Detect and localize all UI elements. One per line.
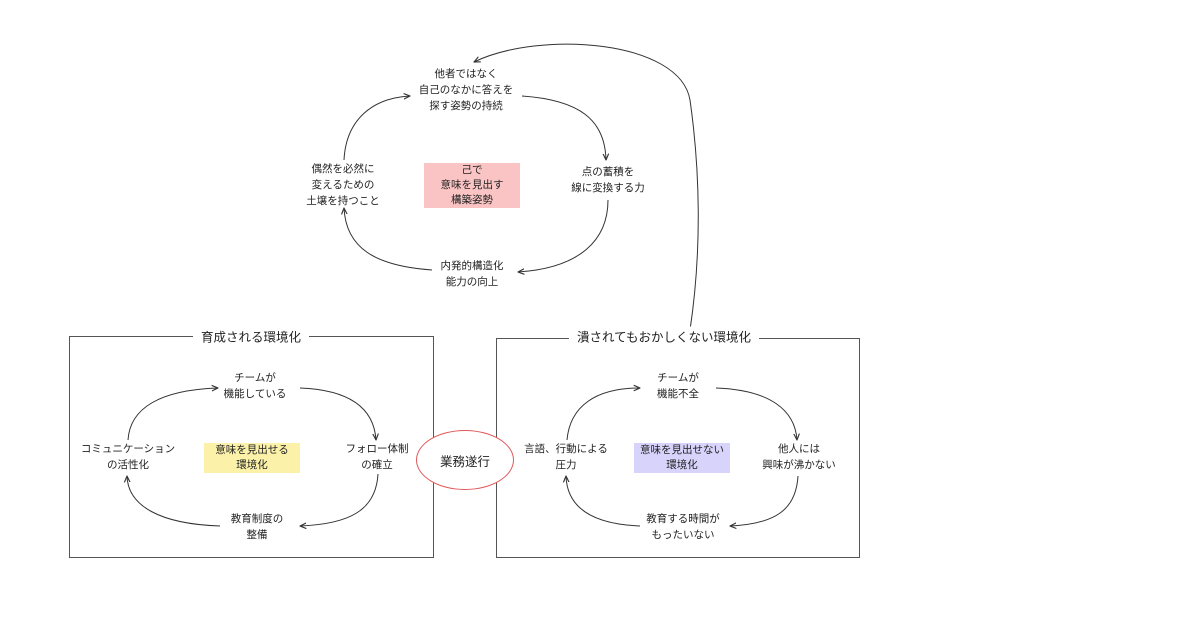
- top-cycle-center: 己で 意味を見出す 構築姿勢: [424, 163, 520, 208]
- top-cycle-node-bottom: 内発的構造化 能力の向上: [440, 260, 504, 288]
- arrow-right-panel-top-to-right: [715, 387, 797, 440]
- task-ellipse: 業務遂行: [416, 430, 514, 490]
- right-panel-node-right: 他人には 興味が沸かない: [762, 443, 836, 471]
- top-cycle-node-top: 他者ではなく 自己のなかに答えを 探す姿勢の持続: [418, 68, 514, 112]
- arrow-left-panel-top-to-right: [299, 387, 376, 440]
- right-panel-title: 潰されてもおかしくない環境化: [568, 326, 760, 346]
- arrow-left-panel-left-to-top: [127, 388, 218, 441]
- arrow-top-to-right: [521, 95, 606, 160]
- top-cycle-center-text: 己で 意味を見出す 構築姿勢: [440, 164, 504, 206]
- left-panel-node-top: チームが 機能している: [223, 372, 287, 400]
- right-panel-center-text: 意味を見出せない 環境化: [640, 444, 724, 471]
- arrow-right-panel-bottom-to-left: [566, 476, 641, 527]
- left-panel-node-left: コミュニケーション の活性化: [80, 443, 176, 471]
- arrow-left-panel-bottom-to-left: [127, 476, 221, 527]
- top-cycle-node-left: 偶然を必然に 変えるための 土壌を持つこと: [306, 163, 380, 207]
- left-panel-node-right: フォロー体制 の確立: [345, 443, 409, 471]
- left-panel-title: 育成される環境化: [192, 326, 310, 346]
- left-panel-node-bottom: 教育制度の 整備: [230, 513, 284, 541]
- right-panel-center: 意味を見出せない 環境化: [634, 443, 730, 473]
- arrow-right-to-bottom: [518, 199, 609, 272]
- right-panel-node-left: 言語、行動による 圧力: [524, 443, 608, 471]
- arrow-right-panel-right-to-bottom: [730, 475, 799, 526]
- left-panel-center-text: 意味を見出せる 環境化: [215, 444, 289, 471]
- arrow-left-to-top: [343, 96, 410, 161]
- left-panel-center: 意味を見出せる 環境化: [204, 443, 300, 473]
- arrow-right-panel-left-to-top: [566, 388, 640, 441]
- right-panel-node-top: チームが 機能不全: [657, 372, 699, 400]
- arrow-right-panel-to-top-cycle: [474, 43, 699, 331]
- top-cycle-node-right: 点の蓄積を 線に変換する力: [571, 166, 645, 194]
- arrow-left-panel-right-to-bottom: [300, 473, 379, 526]
- task-label: 業務遂行: [439, 453, 490, 469]
- right-panel-node-bottom: 教育する時間が もったいない: [646, 513, 720, 541]
- arrow-bottom-to-left: [344, 208, 433, 271]
